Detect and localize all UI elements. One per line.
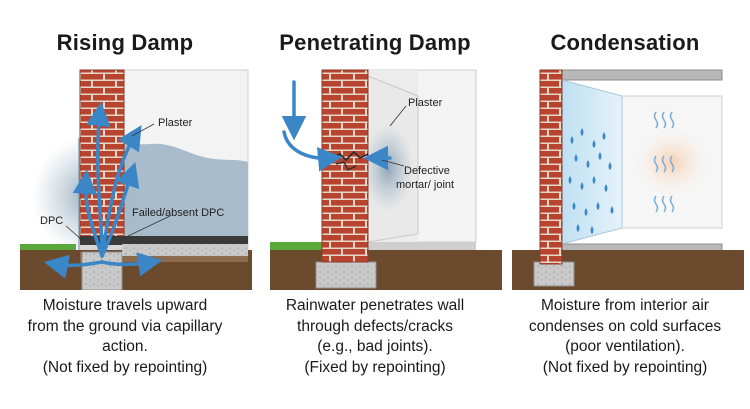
dpc-layer (80, 236, 248, 245)
caption-line: (Not fixed by repointing) (42, 358, 208, 376)
foundation (81, 251, 123, 290)
caption-line: (e.g., bad joints). (317, 338, 433, 355)
soil (270, 250, 502, 290)
panel-title: Condensation (550, 30, 700, 55)
grass (270, 242, 322, 250)
label-defective: Defective (404, 165, 450, 177)
panel-caption: Moisture from interior air condenses on … (500, 296, 750, 378)
moisture-arrows (43, 101, 163, 279)
condensation-droplets (568, 128, 614, 234)
label-mortar-joint: mortar/ joint (396, 179, 454, 191)
foundation (533, 261, 575, 287)
floor (368, 242, 476, 252)
label-failed-dpc: Failed/absent DPC (132, 207, 224, 219)
warm-air (634, 128, 710, 196)
subsoil (80, 252, 248, 262)
label-plaster: Plaster (158, 117, 193, 129)
caption-line: (Fixed by repointing) (304, 358, 446, 376)
foundation (315, 261, 377, 289)
caption-line: condenses on cold surfaces (528, 317, 722, 335)
panel-title: Penetrating Damp (279, 30, 471, 55)
caption-line: (Not fixed by repointing) (542, 358, 708, 376)
caption-line: Moisture travels upward (42, 297, 208, 314)
panel-penetrating-damp: Penetrating Damp Plaster Defective mor (250, 0, 502, 409)
caption-line: Rainwater penetrates wall (285, 297, 465, 314)
cold-wall (561, 79, 623, 245)
label-plaster: Plaster (408, 97, 443, 109)
caption-line: action. (102, 338, 148, 355)
rain-arrows (281, 80, 392, 172)
brick-wall (321, 69, 369, 263)
brick-wall (539, 69, 563, 265)
label-dpc: DPC (40, 215, 63, 227)
caption-line: through defects/cracks (297, 317, 453, 335)
panel-rising-damp: Rising Damp Plaster (0, 0, 252, 409)
rising-damp-illustration: Plaster DPC Failed/absent DPC (20, 69, 252, 290)
caption-line: (poor ventilation). (565, 338, 685, 355)
concrete-floor (122, 244, 248, 256)
panel-caption: Rainwater penetrates wall through defect… (250, 296, 500, 378)
panel-caption: Moisture travels upward from the ground … (0, 296, 250, 378)
penetrating-damp-illustration: Plaster Defective mortar/ joint (270, 69, 502, 290)
caption-line: from the ground via capillary (27, 317, 223, 335)
grass (20, 244, 76, 250)
ceiling-slab (561, 69, 723, 81)
panel-title: Rising Damp (56, 30, 194, 55)
caption-line: Moisture from interior air (541, 297, 709, 314)
vapour-icon (653, 111, 675, 213)
panel-condensation: Condensation (500, 0, 750, 409)
condensation-illustration (512, 69, 744, 290)
